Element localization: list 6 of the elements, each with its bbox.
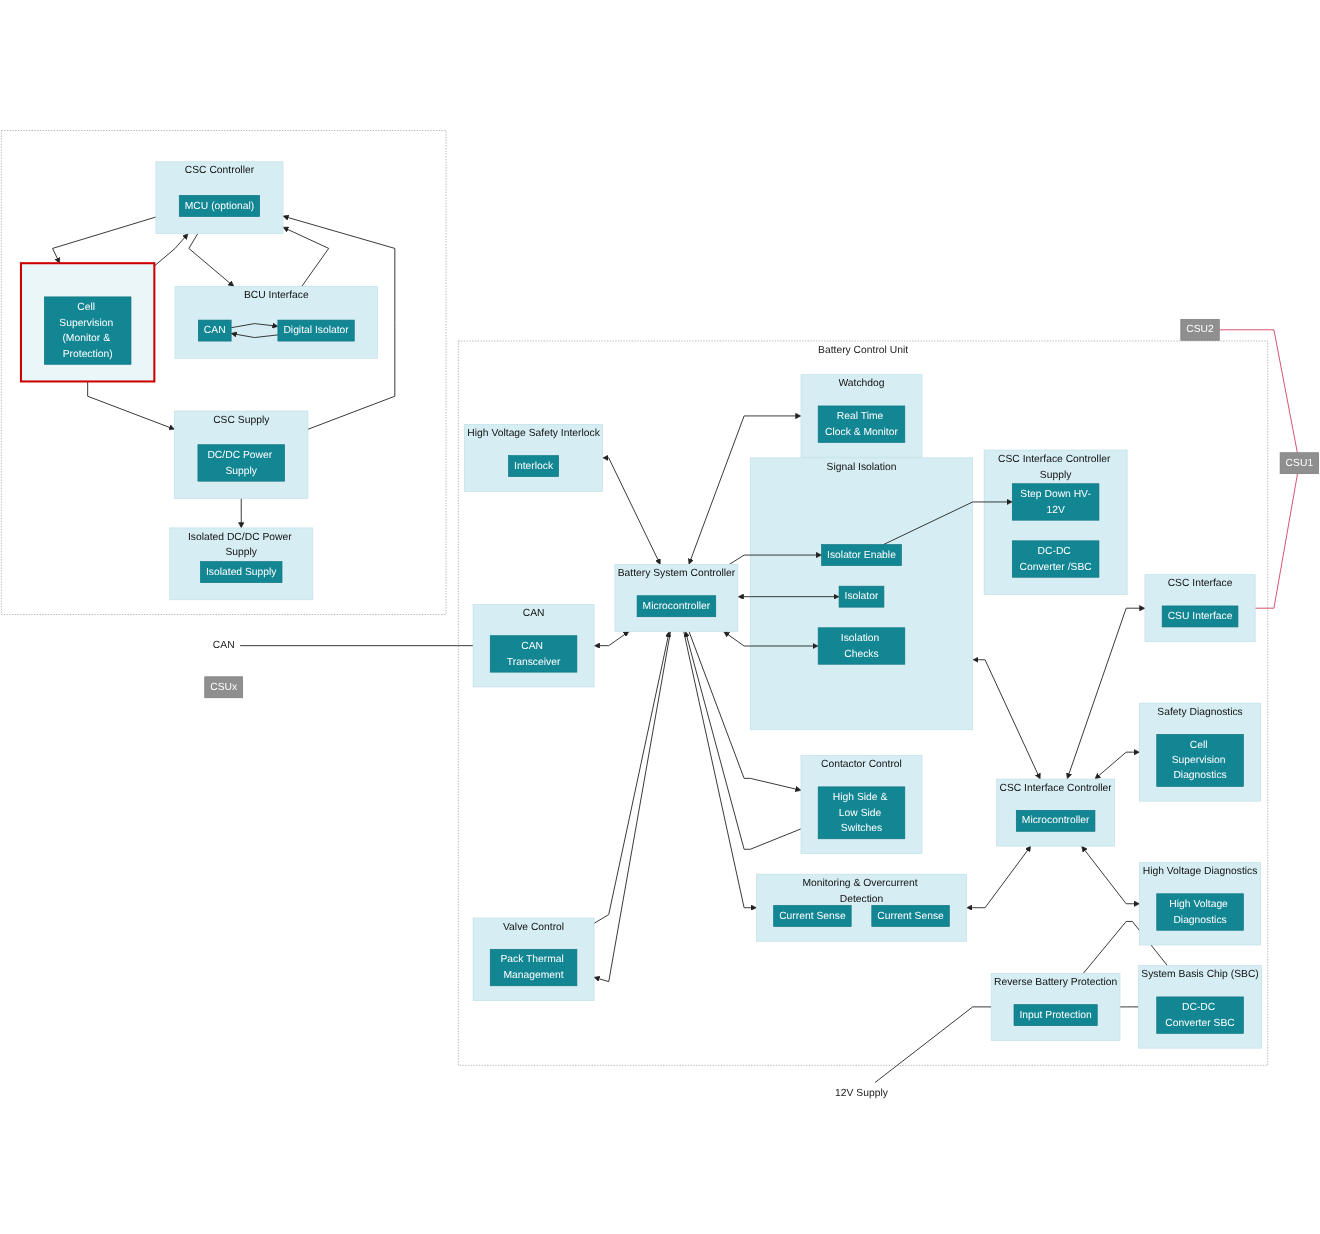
connector [1218, 329, 1298, 454]
connector [874, 1006, 992, 1083]
connector [239, 645, 474, 647]
cluster [1, 130, 447, 615]
cluster [19, 262, 156, 383]
connector [1254, 473, 1298, 609]
